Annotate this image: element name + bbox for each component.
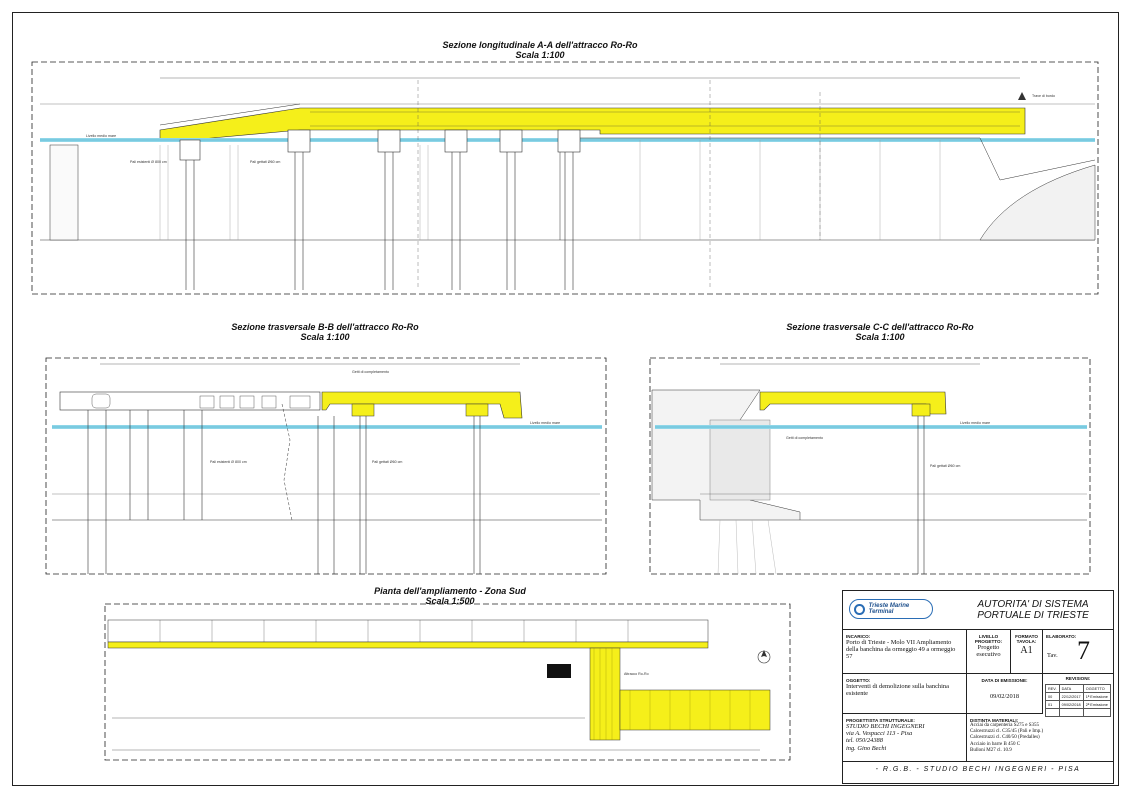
authority-name: AUTORITA' DI SISTEMA PORTUALE DI TRIESTE xyxy=(955,599,1111,621)
trieste-marine-terminal-logo: Trieste Marine Terminal xyxy=(849,599,933,619)
oggetto-text: Interventi di demolizione sulla banchina… xyxy=(846,683,949,698)
section-bb-heading: Sezione trasversale B-B dell'attracco Ro… xyxy=(231,322,419,332)
data-emissione-label: DATA DI EMISSIONE: xyxy=(981,678,1028,683)
revisions-table: REV. DATA OGGETTO 00 22/12/2017 1ª Emiss… xyxy=(1045,684,1112,717)
oggetto-label: OGGETTO: xyxy=(846,678,871,683)
plan-heading: Pianta dell'ampliamento - Zona Sud xyxy=(374,586,526,596)
formato-cell: FORMATO TAVOLA: A1 xyxy=(1011,629,1043,673)
livello-cell: LIVELLO PROGETTO: Progetto esecutivo xyxy=(967,629,1011,673)
title-block: Trieste Marine Terminal AUTORITA' DI SIS… xyxy=(842,590,1114,784)
livello-value: Progetto esecutivo xyxy=(976,644,1001,659)
rev-cell: 00 xyxy=(1045,692,1060,701)
materiali-cell: DISTINTA MATERIALI: Acciai da carpenteri… xyxy=(967,713,1043,761)
logo-text: Trieste Marine Terminal xyxy=(868,603,910,615)
incarico-cell: INCARICO: Porto di Trieste - Molo VII Am… xyxy=(843,629,967,673)
progettista-line: via A. Vespucci 113 - Pisa xyxy=(846,730,913,738)
plan-roro-label: Attracco Ro-Ro xyxy=(624,672,649,676)
aa-existing-piles-label: Pali esistenti Ø 800 cm xyxy=(130,160,167,164)
progettista-label: PROGETTISTA STRUTTURALE: xyxy=(846,718,915,723)
sheet-border xyxy=(12,12,1119,786)
incarico-label: INCARICO: xyxy=(846,634,871,639)
tav-label: Tav. xyxy=(1047,652,1058,659)
formato-label: FORMATO TAVOLA: xyxy=(1015,634,1038,644)
plan-drawing xyxy=(104,603,791,761)
elaborato-number: 7 xyxy=(1077,636,1090,665)
livello-label: LIVELLO PROGETTO: xyxy=(974,634,1003,644)
oggetto-cell: OGGETTO: Interventi di demolizione sulla… xyxy=(843,673,967,713)
rev-cell: 09/02/2018 xyxy=(1058,700,1084,709)
revisions-row: 01 09/02/2018 2ª Emissione xyxy=(1045,700,1112,709)
materiali-line: Bulloni M27 cl. 10.9 xyxy=(970,747,1012,753)
section-aa-scale: Scala 1:100 xyxy=(515,50,565,60)
aa-edge-beam-label: Trave di bordo xyxy=(1032,94,1056,98)
section-bb-title: Sezione trasversale B-B dell'attracco Ro… xyxy=(215,322,435,342)
materiali-line: Acciaio in barre B 450 C xyxy=(970,741,1021,747)
cc-sea-level-label: Livello medio mare xyxy=(960,421,991,425)
studio-banner-text: - R.G.B. - STUDIO BECHI INGEGNERI - PISA xyxy=(875,766,1081,773)
rev-header-rev: REV. xyxy=(1045,684,1060,693)
studio-banner: - R.G.B. - STUDIO BECHI INGEGNERI - PISA xyxy=(843,761,1113,783)
section-aa-title: Sezione longitudinale A-A dell'attracco … xyxy=(440,40,640,60)
aa-sea-level-label: Livello medio mare xyxy=(86,134,117,138)
section-cc-title: Sezione trasversale C-C dell'attracco Ro… xyxy=(770,322,990,342)
incarico-text: Porto di Trieste - Molo VII Ampliamento … xyxy=(846,639,956,661)
section-cc-heading: Sezione trasversale C-C dell'attracco Ro… xyxy=(786,322,974,332)
authority-line-2: PORTUALE DI TRIESTE xyxy=(977,610,1089,621)
bb-new-piles-label: Pali gettati Ø60 cm xyxy=(372,460,403,464)
elaborato-label: ELABORATO: xyxy=(1046,634,1077,639)
cc-completion-label: Getti di completamento xyxy=(786,436,823,440)
authority-line-1: AUTORITA' DI SISTEMA xyxy=(977,599,1089,610)
materiali-line: Calcestruzzi cl. C40/50 (Predalles) xyxy=(970,735,1040,741)
progettista-line: ing. Gino Bechi xyxy=(846,744,887,752)
revisions-row xyxy=(1045,708,1112,717)
plan-title: Pianta dell'ampliamento - Zona Sud Scala… xyxy=(350,586,550,606)
section-aa-heading: Sezione longitudinale A-A dell'attracco … xyxy=(442,40,638,50)
bb-completion-label: Getti di completamento xyxy=(352,370,389,374)
revisioni-label: REVISIONI: xyxy=(1065,676,1091,681)
rev-header-oggetto: OGGETTO xyxy=(1082,684,1112,693)
cc-new-piles-label: Pali gettati Ø60 cm xyxy=(930,464,961,468)
formato-value: A1 xyxy=(1020,645,1033,656)
aa-new-piles-label: Pali gettati Ø60 cm xyxy=(250,160,281,164)
bb-existing-piles-label: Pali esistenti Ø 800 cm xyxy=(210,460,247,464)
section-bb-scale: Scala 1:100 xyxy=(300,332,350,342)
section-cc-drawing xyxy=(649,357,1091,575)
logo-ring-icon xyxy=(854,603,865,615)
section-bb-drawing xyxy=(45,357,607,575)
rev-cell: 1ª Emissione xyxy=(1082,692,1112,701)
rev-cell: 01 xyxy=(1045,700,1060,709)
progettista-cell: PROGETTISTA STRUTTURALE: STUDIO BECHI IN… xyxy=(843,713,967,761)
bb-sea-level-label: Livello medio mare xyxy=(530,421,561,425)
rev-header-data: DATA xyxy=(1058,684,1084,693)
revisions-row: 00 22/12/2017 1ª Emissione xyxy=(1045,692,1112,701)
data-emissione-value: 09/02/2018 xyxy=(989,693,1020,700)
section-cc-scale: Scala 1:100 xyxy=(855,332,905,342)
revisions-header-row: REV. DATA OGGETTO xyxy=(1045,684,1112,693)
progettista-line: tel. 050/24388 xyxy=(846,737,883,745)
rev-cell: 22/12/2017 xyxy=(1058,692,1084,701)
elaborato-cell: ELABORATO: Tav. 7 xyxy=(1043,629,1113,673)
section-aa-drawing xyxy=(31,61,1099,295)
materiali-line: Calcestruzzi cl. C35/45 (Pali e Imp.) xyxy=(970,729,1044,735)
plan-scale: Scala 1:500 xyxy=(425,596,475,606)
materiali-label: DISTINTA MATERIALI: xyxy=(970,718,1019,723)
data-emissione-cell: DATA DI EMISSIONE: 09/02/2018 xyxy=(967,673,1043,713)
progettista-line: STUDIO BECHI INGEGNERI xyxy=(846,723,925,730)
materiali-line: Acciai da carpenteria S275 e S355 xyxy=(970,723,1040,728)
rev-cell: 2ª Emissione xyxy=(1082,700,1112,709)
revisioni-cell: REVISIONI: REV. DATA OGGETTO 00 22/12/20… xyxy=(1043,673,1113,717)
